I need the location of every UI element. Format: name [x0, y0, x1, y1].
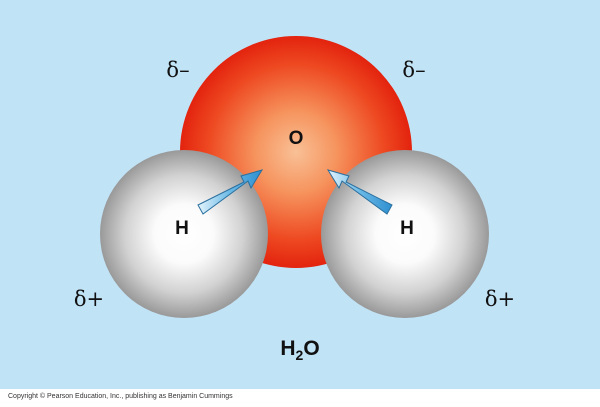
water-molecule-diagram: O H H δ– δ– δ+ δ+ [74, 36, 515, 318]
electron-pull-arrow-right [326, 169, 393, 215]
formula-tail: O [303, 337, 320, 360]
partial-charge-negative-right: δ– [402, 58, 425, 82]
hydrogen-left-label: H [175, 218, 189, 239]
partial-charge-positive-right: δ+ [485, 287, 515, 311]
electron-pull-arrow-left [197, 169, 264, 215]
partial-charge-positive-left: δ+ [74, 287, 104, 311]
formula-base: H [280, 337, 296, 360]
copyright-notice: Copyright © Pearson Education, Inc., pub… [8, 393, 233, 400]
oxygen-label: O [289, 128, 304, 149]
formula-subscript: 2 [295, 347, 304, 363]
molecule-formula: H2O [0, 337, 600, 363]
partial-charge-negative-left: δ– [166, 58, 189, 82]
hydrogen-right-label: H [400, 218, 414, 239]
